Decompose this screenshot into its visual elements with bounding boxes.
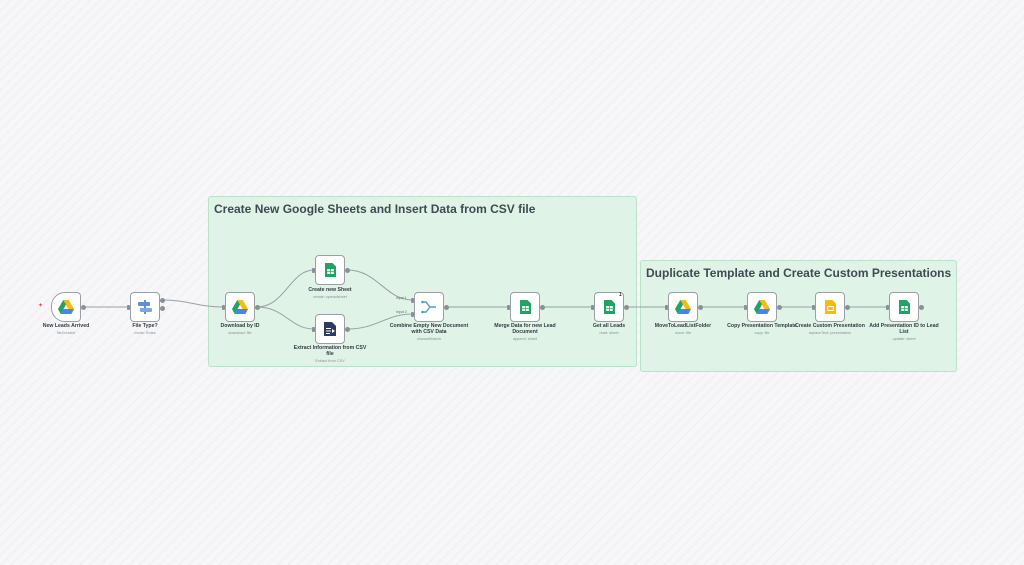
input-2-label: Input 2 <box>396 310 407 314</box>
node-get-all-leads[interactable] <box>594 292 624 322</box>
node-download-by-id[interactable] <box>225 292 255 322</box>
input-1-label: Input 1 <box>396 296 407 300</box>
input-handle[interactable] <box>127 305 130 310</box>
input-handle-1[interactable] <box>411 298 414 303</box>
switch-icon <box>138 300 152 314</box>
edge-switch-to-download <box>161 299 225 308</box>
input-handle[interactable] <box>312 268 315 273</box>
output-handle[interactable] <box>345 268 350 273</box>
output-handle[interactable] <box>698 305 703 310</box>
sticky-note-csv[interactable]: Create New Google Sheets and Insert Data… <box>208 196 637 367</box>
google-sheets-icon <box>898 300 910 314</box>
output-handle[interactable] <box>81 305 86 310</box>
google-drive-icon <box>58 300 74 314</box>
google-drive-icon <box>232 300 248 314</box>
google-drive-icon <box>754 300 770 314</box>
output-handle[interactable] <box>345 327 350 332</box>
trigger-bolt-icon: ✦ <box>38 303 44 309</box>
input-handle[interactable] <box>222 305 225 310</box>
node-add-presentation-id[interactable] <box>889 292 919 322</box>
output-handle[interactable] <box>845 305 850 310</box>
node-combine-merge[interactable] <box>414 292 444 322</box>
output-handle[interactable] <box>444 305 449 310</box>
output-handle[interactable] <box>255 305 260 310</box>
node-new-leads-arrived[interactable] <box>51 292 81 322</box>
input-handle-2[interactable] <box>411 312 414 317</box>
input-handle[interactable] <box>665 305 668 310</box>
node-copy-presentation-template[interactable] <box>747 292 777 322</box>
edge-download-to-create-sheet <box>256 269 315 308</box>
node-create-new-sheet[interactable] <box>315 255 345 285</box>
input-handle[interactable] <box>744 305 747 310</box>
node-extract-information[interactable] <box>315 314 345 344</box>
output-handle[interactable] <box>160 306 165 311</box>
node-label: Combine Empty New Document with CSV Data… <box>389 323 469 341</box>
input-handle[interactable] <box>591 305 594 310</box>
google-slides-icon <box>824 300 836 314</box>
node-file-type[interactable] <box>130 292 160 322</box>
node-move-to-lead-list-folder[interactable] <box>668 292 698 322</box>
document-extract-icon <box>324 322 336 336</box>
edge-extract-to-combine <box>346 313 414 330</box>
output-handle[interactable] <box>777 305 782 310</box>
node-merge-data[interactable] <box>510 292 540 322</box>
edge-create-sheet-to-combine <box>346 269 414 301</box>
merge-icon <box>421 300 436 314</box>
google-sheets-icon <box>324 263 336 277</box>
input-handle[interactable] <box>312 327 315 332</box>
google-sheets-icon <box>519 300 531 314</box>
edge-download-to-extract <box>256 306 315 330</box>
input-handle[interactable] <box>812 305 815 310</box>
output-handle[interactable] <box>160 298 165 303</box>
output-handle[interactable] <box>919 305 924 310</box>
google-drive-icon <box>675 300 691 314</box>
input-handle[interactable] <box>886 305 889 310</box>
node-create-custom-presentation[interactable] <box>815 292 845 322</box>
google-sheets-icon <box>603 300 615 314</box>
output-handle[interactable] <box>540 305 545 310</box>
sticky-title-csv: Create New Google Sheets and Insert Data… <box>214 202 536 216</box>
node-label: File Type?mode: Rules <box>132 323 158 335</box>
sticky-title-presentations: Duplicate Template and Create Custom Pre… <box>646 266 952 280</box>
items-count-badge: 1 <box>619 292 622 298</box>
output-handle[interactable] <box>624 305 629 310</box>
input-handle[interactable] <box>507 305 510 310</box>
